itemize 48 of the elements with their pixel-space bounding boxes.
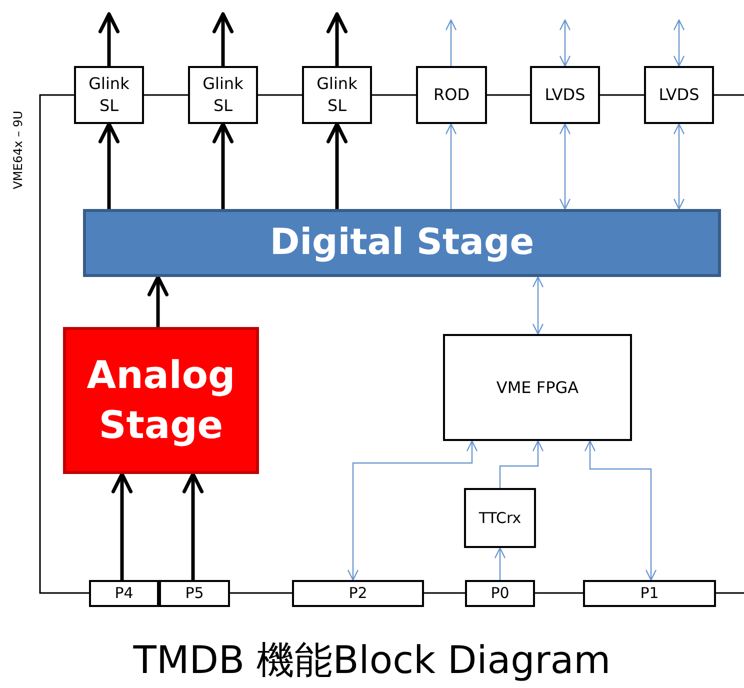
- arrow: [532, 276, 544, 335]
- bus-line: [714, 94, 744, 96]
- module-box: LVDS: [530, 66, 600, 124]
- arrow: [674, 19, 684, 67]
- connector-box: P5: [159, 580, 230, 607]
- arrow: [584, 440, 656, 581]
- arrow: [560, 123, 570, 210]
- bus-line: [144, 94, 188, 96]
- board-label: VME64x – 9U: [11, 110, 25, 190]
- arrow: [98, 12, 120, 66]
- arrow: [98, 122, 120, 209]
- arrow: [147, 275, 169, 327]
- arrow: [212, 12, 234, 66]
- module-box: Glink SL: [302, 66, 372, 124]
- arrow: [499, 440, 544, 488]
- arrow: [111, 472, 133, 580]
- stage-block: Analog Stage: [63, 327, 259, 474]
- arrow: [348, 440, 478, 581]
- stage-block: Digital Stage: [83, 209, 721, 277]
- bus-line: [258, 94, 302, 96]
- bus-line: [372, 94, 416, 96]
- bus-line: [716, 592, 744, 594]
- module-box: LVDS: [644, 66, 714, 124]
- connector-box: P2: [292, 580, 424, 607]
- arrow: [326, 12, 348, 66]
- arrow: [446, 19, 456, 66]
- arrow: [560, 19, 570, 67]
- connector-box: P1: [583, 580, 716, 607]
- arrow: [182, 472, 204, 580]
- bus-line: [487, 94, 530, 96]
- arrow: [674, 123, 684, 210]
- module-box: ROD: [416, 66, 487, 124]
- bus-line: [424, 592, 465, 594]
- bus-line: [230, 592, 292, 594]
- module-box: Glink SL: [74, 66, 144, 124]
- arrow: [494, 547, 506, 580]
- connector-box: P0: [465, 580, 535, 607]
- module-box: Glink SL: [188, 66, 258, 124]
- arrow: [326, 122, 348, 209]
- arrow: [212, 122, 234, 209]
- arrow: [446, 123, 456, 209]
- diagram-title: TMDB 機能Block Diagram: [132, 637, 612, 684]
- bus-line: [600, 94, 644, 96]
- bus-line: [535, 592, 583, 594]
- module-box: VME FPGA: [443, 334, 632, 441]
- connector-box: P4: [89, 580, 159, 607]
- bus-line: [39, 94, 89, 594]
- module-box: TTCrx: [464, 488, 536, 548]
